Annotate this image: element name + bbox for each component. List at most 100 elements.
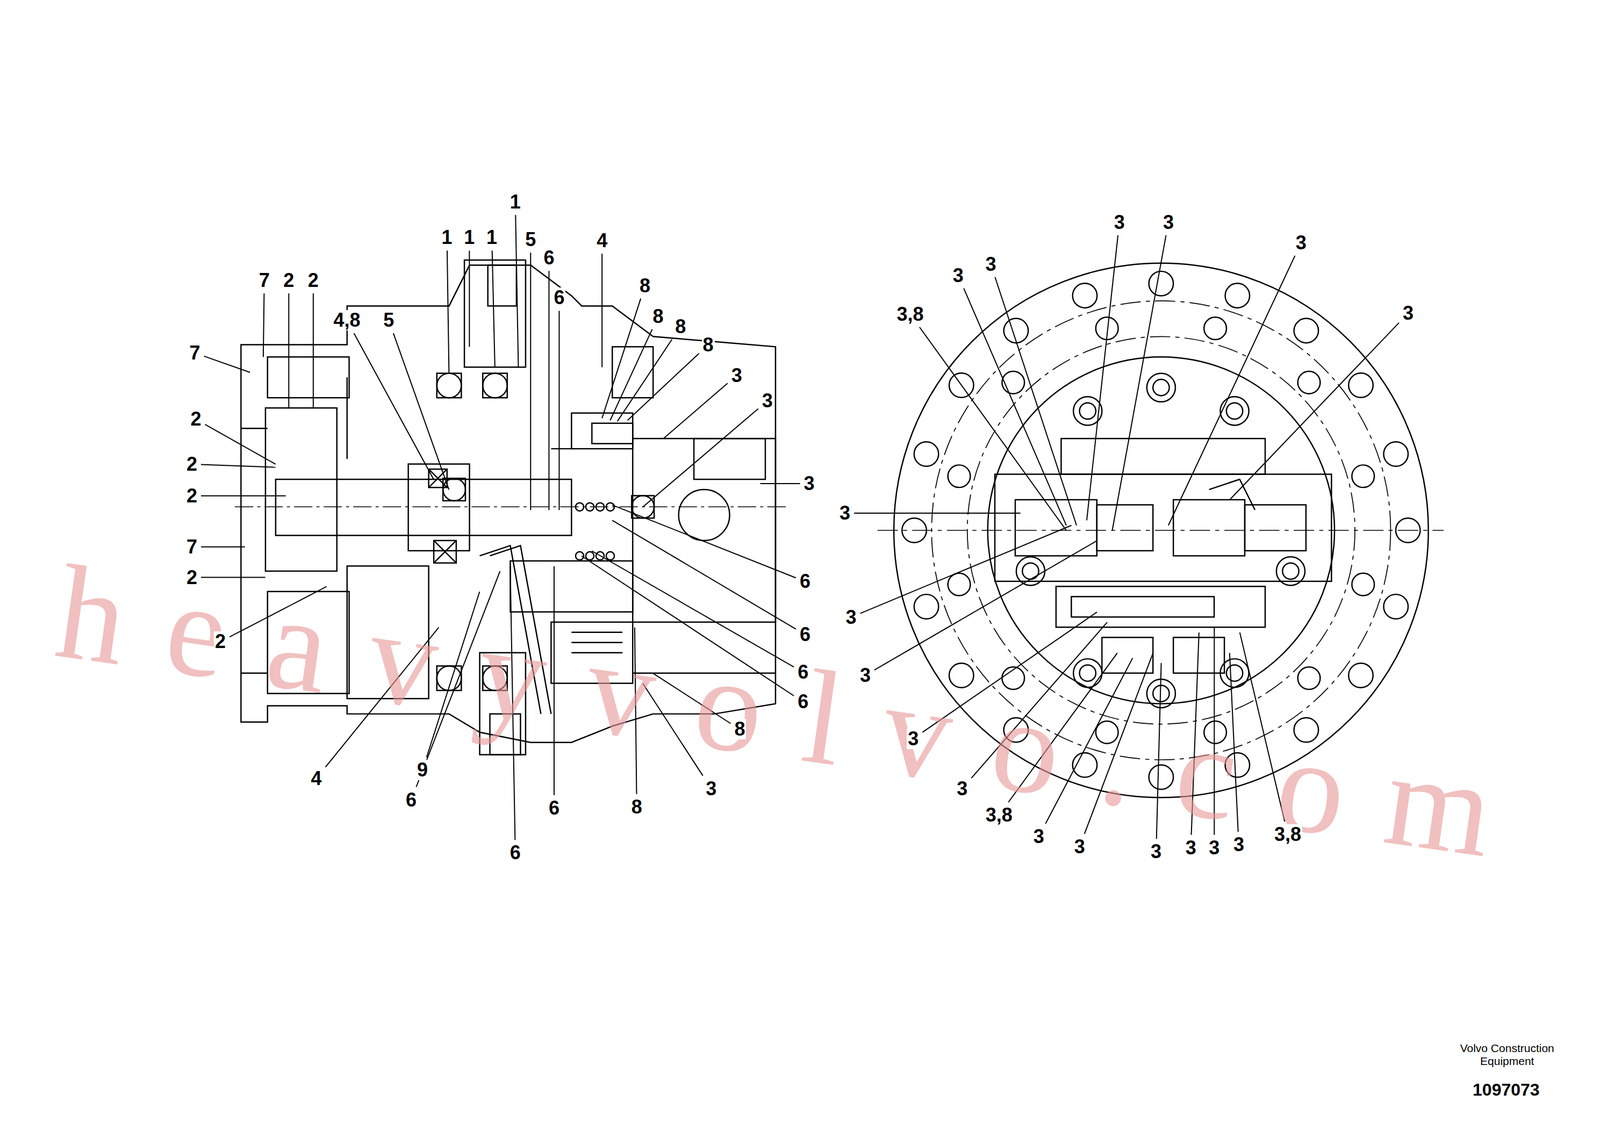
leader-line xyxy=(1229,323,1399,501)
callout-number: 8 xyxy=(701,334,715,356)
callout-number: 6 xyxy=(552,287,566,308)
callout-number: 3 xyxy=(1161,212,1175,233)
leader-line xyxy=(610,329,652,421)
leader-line xyxy=(1111,235,1166,531)
callout-number: 8 xyxy=(638,275,652,297)
callout-number: 3 xyxy=(858,665,872,686)
callout-number: 3 xyxy=(704,778,718,800)
callout-number: 7 xyxy=(185,536,199,558)
leader-line xyxy=(468,250,470,347)
callout-number: 2 xyxy=(213,631,227,652)
callout-number: 3 xyxy=(951,265,965,286)
leader-line xyxy=(963,288,1067,526)
callout-number: 3 xyxy=(906,728,920,750)
leader-line xyxy=(312,293,314,408)
callout-number: 5 xyxy=(382,310,396,331)
callout-number: 3 xyxy=(1149,841,1163,863)
leader-line xyxy=(263,293,265,357)
callout-number: 3 xyxy=(1073,836,1087,858)
bolt-hole xyxy=(1282,563,1299,580)
bolt-hole xyxy=(1203,317,1227,340)
publisher-note: Volvo Construction Equipment xyxy=(1445,1042,1569,1068)
bolt-hole xyxy=(1383,441,1409,467)
leader-line xyxy=(288,293,290,408)
bolt-hole xyxy=(1001,371,1025,394)
callout-number: 2 xyxy=(185,454,199,475)
callout-number: 3 xyxy=(1113,212,1126,233)
leader-line xyxy=(627,353,700,421)
callout-number: 8 xyxy=(733,719,746,740)
leader-line xyxy=(617,339,673,422)
callout-number: 6 xyxy=(404,790,418,811)
callout-number: 8 xyxy=(630,797,644,818)
bolt-hole xyxy=(1152,379,1169,396)
callout-number: 3 xyxy=(1232,834,1246,856)
callout-number: 7 xyxy=(188,342,202,364)
callout-number: 4 xyxy=(595,230,609,251)
bolt-hole xyxy=(948,573,971,597)
callout-number: 3 xyxy=(1184,837,1198,859)
bolt-hole xyxy=(1395,518,1421,543)
callout-number: 2 xyxy=(185,567,199,588)
callout-number: 8 xyxy=(673,316,687,337)
bolt-hole xyxy=(1294,318,1319,344)
bolt-hole xyxy=(1220,396,1249,426)
callout-number: 3 xyxy=(1032,826,1046,848)
bolt-hole xyxy=(1146,373,1176,403)
callout-number: 3,8 xyxy=(1273,824,1303,845)
leader-line xyxy=(201,495,286,497)
bolt-hole xyxy=(914,594,939,620)
bolt-hole xyxy=(1226,403,1243,420)
leader-line xyxy=(1086,235,1118,521)
spring-coils xyxy=(575,503,615,561)
bolt-hole xyxy=(1225,283,1251,308)
bolt-hole xyxy=(1297,371,1321,394)
callout-number: 3 xyxy=(984,254,998,275)
callout-number: 4 xyxy=(310,768,324,789)
callout-number: 1 xyxy=(508,191,522,213)
bolt-hole xyxy=(1079,403,1096,420)
leader-line xyxy=(642,409,759,508)
callout-number: 3 xyxy=(761,390,774,412)
leader-line xyxy=(859,525,1072,614)
leader-line xyxy=(447,250,449,373)
callout-number: 8 xyxy=(651,306,665,327)
callout-number: 4,8 xyxy=(332,310,362,331)
callout-number: 6 xyxy=(796,691,810,713)
callout-number: 1 xyxy=(485,227,499,248)
bolt-hole xyxy=(1003,318,1029,344)
bolt-hole xyxy=(1149,271,1174,297)
callout-number: 3,8 xyxy=(895,304,925,325)
callout-number: 3 xyxy=(1294,232,1308,254)
bolt-hole xyxy=(1072,283,1098,308)
callout-number: 3,8 xyxy=(984,805,1014,826)
leader-line xyxy=(354,333,434,480)
callout-number: 1 xyxy=(462,227,476,248)
leader-line xyxy=(612,520,796,630)
leader-line xyxy=(492,250,495,368)
callout-number: 3 xyxy=(955,778,969,800)
leader-line xyxy=(759,483,800,485)
callout-number: 6 xyxy=(798,624,812,645)
bolt-hole xyxy=(1348,663,1374,688)
bolt-hole xyxy=(1022,563,1039,580)
leader-line xyxy=(601,253,603,368)
leader-line xyxy=(612,505,796,579)
leader-line xyxy=(201,464,276,468)
bolt-hole xyxy=(1351,573,1375,597)
leader-line xyxy=(515,214,519,368)
bolt-hole xyxy=(901,518,927,543)
callout-number: 1 xyxy=(440,227,454,248)
callout-number: 6 xyxy=(547,798,561,819)
leader-line xyxy=(558,310,560,511)
leader-line xyxy=(1168,255,1296,526)
leader-line xyxy=(874,540,1097,671)
callout-number: 2 xyxy=(282,270,296,291)
callout-number: 2 xyxy=(306,270,320,291)
leader-line xyxy=(663,383,728,439)
leader-line xyxy=(548,270,550,511)
bolt-hole xyxy=(1351,464,1375,488)
